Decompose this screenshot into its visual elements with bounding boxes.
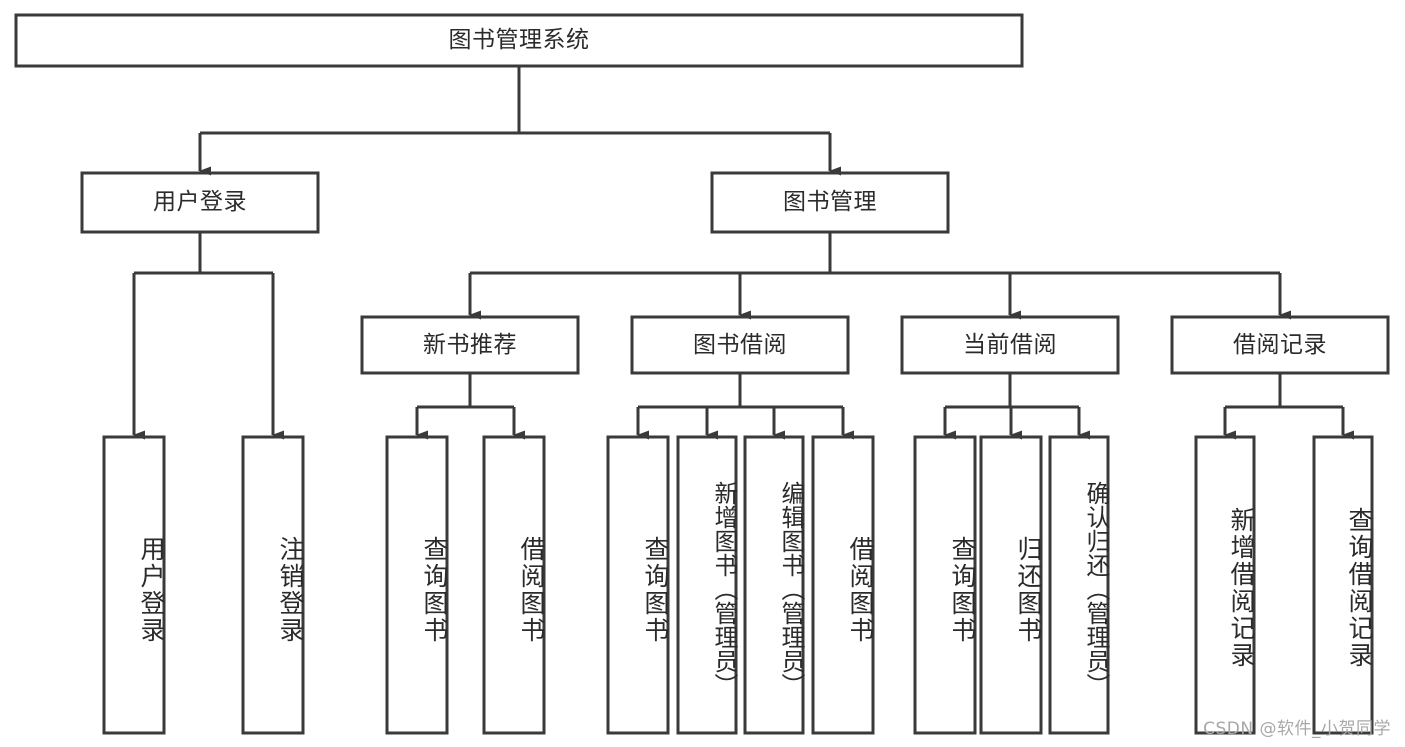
box-leaf-borrow-book-2	[811, 435, 875, 735]
box-leaf-confirm-return	[1048, 435, 1110, 735]
box-leaf-query-book-3	[913, 435, 977, 735]
csdn-watermark: CSDN @软件_小贺同学	[1203, 719, 1391, 739]
box-leaf-return-book	[979, 435, 1043, 735]
box-root	[14, 13, 1024, 68]
box-user-login	[80, 171, 320, 234]
box-current-borrow	[900, 315, 1120, 375]
box-new-book-recommend	[360, 315, 580, 375]
box-book-manage	[710, 171, 950, 234]
box-leaf-query-book-1	[385, 435, 449, 735]
box-leaf-add-book	[676, 435, 738, 735]
box-borrow-record	[1170, 315, 1390, 375]
box-leaf-query-book-2	[606, 435, 670, 735]
box-leaf-add-record	[1194, 435, 1256, 735]
box-leaf-user-login	[102, 435, 166, 735]
box-leaf-query-record	[1312, 435, 1374, 735]
box-leaf-borrow-book-1	[482, 435, 546, 735]
box-leaf-edit-book	[743, 435, 805, 735]
box-book-borrow	[630, 315, 850, 375]
box-leaf-user-logout	[241, 435, 305, 735]
